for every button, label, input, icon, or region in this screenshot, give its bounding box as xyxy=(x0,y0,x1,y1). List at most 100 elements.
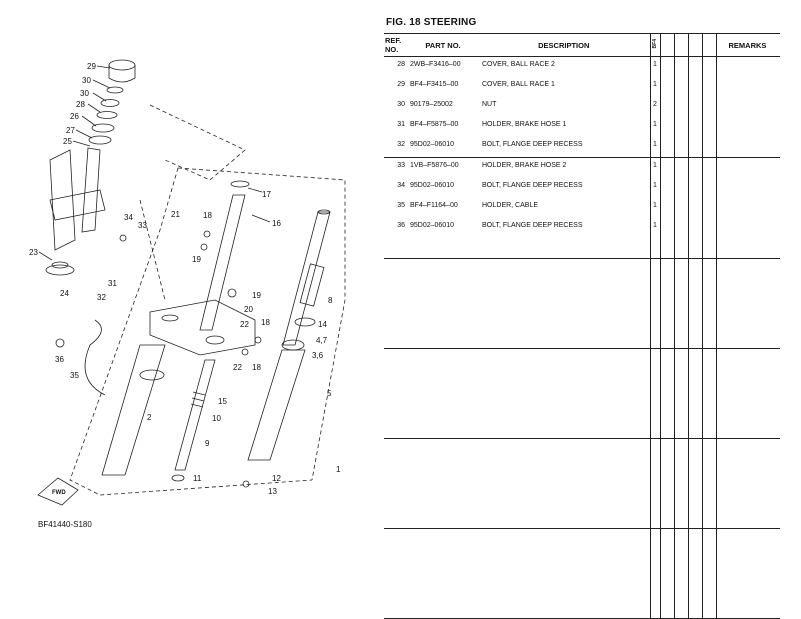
callout-label: 34 xyxy=(124,213,133,222)
ref-no-header: REF.NO. xyxy=(384,33,408,57)
description-cell: COVER, BALL RACE 1 xyxy=(482,81,555,88)
table-header-row: REF.NO. PART NO. DESCRIPTION BF4 REMARKS xyxy=(384,33,780,57)
callout-label: 26 xyxy=(70,112,79,121)
callout-label: 31 xyxy=(108,279,117,288)
ref-cell: 34 xyxy=(397,182,405,189)
callout-label: 3,6 xyxy=(312,351,324,360)
callout-label: 23 xyxy=(29,248,38,257)
callout-label: 32 xyxy=(97,293,106,302)
part-no-cell: 95D02–06010 xyxy=(410,182,454,189)
description-header: DESCRIPTION xyxy=(478,33,650,57)
table-row: 29 BF4–F3415–00 COVER, BALL RACE 1 1 xyxy=(384,77,780,97)
callout-label: 19 xyxy=(252,291,261,300)
description-cell: BOLT, FLANGE DEEP RECESS xyxy=(482,222,583,229)
ref-cell: 29 xyxy=(397,81,405,88)
table-row: 35 BF4–F1164–00 HOLDER, CABLE 1 xyxy=(384,198,780,218)
callout-label: 36 xyxy=(55,355,64,364)
callout-label: 24 xyxy=(60,289,69,298)
description-cell: NUT xyxy=(482,101,497,108)
model-col-4 xyxy=(687,33,702,57)
ref-cell: 36 xyxy=(397,222,405,229)
qty-cell: 1 xyxy=(649,56,660,77)
empty-row-block xyxy=(384,528,780,619)
qty-cell: 2 xyxy=(649,97,660,117)
parts-table: REF.NO. PART NO. DESCRIPTION BF4 REMARKS… xyxy=(384,33,780,619)
callout-label: 10 xyxy=(212,414,221,423)
part-no-cell: BF4–F1164–00 xyxy=(410,202,458,209)
callout-label: 19 xyxy=(192,255,201,264)
qty-cell: 1 xyxy=(649,178,660,198)
callout-label: 13 xyxy=(268,487,277,496)
table-row: 36 95D02–06010 BOLT, FLANGE DEEP RECESS … xyxy=(384,218,780,238)
callout-label: 11 xyxy=(193,474,202,483)
description-cell: BOLT, FLANGE DEEP RECESS xyxy=(482,182,583,189)
table-row: 33 1VB–F5876–00 HOLDER, BRAKE HOSE 2 1 xyxy=(384,157,780,178)
callout-label: 30 xyxy=(82,76,91,85)
callout-label: 29 xyxy=(87,62,96,71)
callout-label: 18 xyxy=(261,318,270,327)
callout-label: 14 xyxy=(318,320,327,329)
table-row xyxy=(384,238,780,259)
description-cell: COVER, BALL RACE 2 xyxy=(482,61,555,68)
qty-cell: 1 xyxy=(649,137,660,158)
qty-cell: 1 xyxy=(649,198,660,218)
figure-title: FIG. 18 STEERING xyxy=(386,17,477,28)
part-no-cell: 1VB–F5876–00 xyxy=(410,162,459,169)
ref-cell: 31 xyxy=(397,121,405,128)
qty-cell: 1 xyxy=(649,157,660,178)
callout-label: 30 xyxy=(80,89,89,98)
ref-cell: 30 xyxy=(397,101,405,108)
description-cell: BOLT, FLANGE DEEP RECESS xyxy=(478,137,650,158)
callout-label: 25 xyxy=(63,137,72,146)
model-col-3 xyxy=(673,33,688,57)
callout-label: 20 xyxy=(244,305,253,314)
callout-label: 2 xyxy=(147,413,152,422)
callout-label: 16 xyxy=(272,219,281,228)
callout-label: 21 xyxy=(171,210,180,219)
callout-label: 18 xyxy=(252,363,261,372)
table-row: 31 BF4–F5875–00 HOLDER, BRAKE HOSE 1 1 xyxy=(384,117,780,137)
callout-label: 22 xyxy=(233,363,242,372)
empty-row-block xyxy=(384,348,780,439)
model-col-2 xyxy=(659,33,674,57)
table-row: 32 95D02–06010 BOLT, FLANGE DEEP RECESS … xyxy=(384,137,780,158)
callout-label: 22 xyxy=(240,320,249,329)
callout-label: 18 xyxy=(203,211,212,220)
part-no-cell: BF4–F5875–00 xyxy=(410,121,459,128)
exploded-steering-diagram: 29 30 30 28 26 27 25 23 24 34 33 21 18 1… xyxy=(29,59,346,529)
figure-code: BF41440-S180 xyxy=(38,520,92,529)
callout-label: 5 xyxy=(327,389,332,398)
qty-cell: 1 xyxy=(649,117,660,137)
description-cell: HOLDER, CABLE xyxy=(482,202,539,209)
table-row: 34 95D02–06010 BOLT, FLANGE DEEP RECESS … xyxy=(384,178,780,198)
model-col-5 xyxy=(701,33,716,57)
callout-label: 4,7 xyxy=(316,336,328,345)
part-no-header: PART NO. xyxy=(408,33,478,57)
model-header: BF4 xyxy=(649,33,660,57)
callout-label: 27 xyxy=(66,126,75,135)
callout-label: 15 xyxy=(218,397,227,406)
qty-cell: 1 xyxy=(649,77,660,97)
callout-label: 1 xyxy=(336,465,341,474)
part-no-cell: 95D02–06010 xyxy=(410,222,454,229)
ref-cell: 33 xyxy=(397,162,405,169)
description-cell: HOLDER, BRAKE HOSE 1 xyxy=(482,121,567,128)
qty-cell: 1 xyxy=(649,218,660,238)
empty-row-block xyxy=(384,438,780,529)
empty-row-block xyxy=(384,258,780,349)
callout-label: 17 xyxy=(262,190,271,199)
part-no-cell: BF4–F3415–00 xyxy=(410,81,459,88)
callout-label: 8 xyxy=(328,296,333,305)
table-row: 30 90179–25002 NUT 2 xyxy=(384,97,780,117)
part-no-cell: 2WB–F3416–00 xyxy=(410,61,461,68)
ref-cell: 32 xyxy=(384,137,408,158)
remarks-header: REMARKS xyxy=(715,33,780,57)
ref-cell: 35 xyxy=(397,202,405,209)
fwd-arrow-label: FWD xyxy=(52,490,66,496)
part-no-cell: 95D02–06010 xyxy=(408,137,478,158)
callout-label: 9 xyxy=(205,439,210,448)
ref-cell: 28 xyxy=(397,61,405,68)
callout-label: 28 xyxy=(76,100,85,109)
table-row: 28 2WB–F3416–00 COVER, BALL RACE 2 1 xyxy=(384,56,780,77)
callout-label: 33 xyxy=(138,221,147,230)
